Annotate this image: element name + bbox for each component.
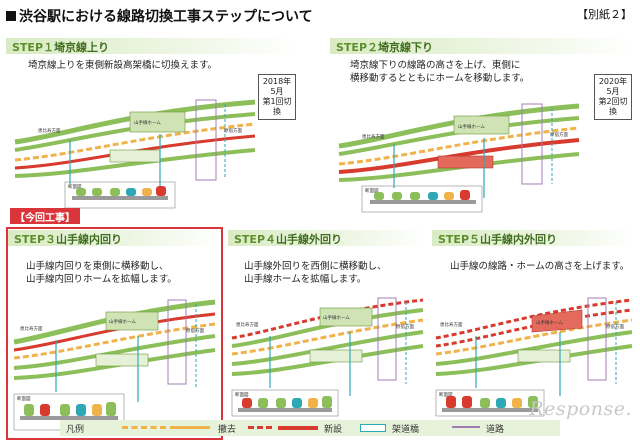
step-1-number: STEP１ (12, 41, 55, 54)
step-4-header: STEP４ 山手線外回り (228, 230, 428, 246)
document-title-text: 渋谷駅における線路切換工事ステップについて (19, 9, 313, 25)
step-2-date: 2020年5月 (598, 77, 628, 96)
platform-label: 山手線ホーム (323, 314, 350, 321)
ebisu-label: 恵比寿方面 (236, 321, 259, 328)
track-plan: 山手線ホーム 恵比寿方面 原宿方面 (231, 297, 424, 396)
step-5-panel: STEP５ 山手線内外回り 山手線の線路・ホームの高さを上げます。 山手線ホーム… (432, 230, 636, 420)
reference-tag: 【別紙２】 (577, 8, 632, 21)
legend-road-label: 道路 (486, 425, 505, 435)
step-2-header: STEP２ 埼京線下り (330, 38, 632, 54)
track-plan: 山手線ホーム 恵比寿方面 原宿方面 (14, 99, 256, 194)
step-2-diagram: 山手線ホーム 恵比寿方面 原宿方面 断面図 (338, 103, 580, 213)
legend-viaduct-label: 架道橋 (392, 425, 420, 435)
step-1-switch: 第1回切換 (262, 97, 292, 116)
square-bullet-icon (6, 11, 16, 21)
current-work-frame (6, 227, 223, 440)
step-5-diagram: 山手線ホーム 恵比寿方面 原宿方面 断面図 (435, 297, 633, 417)
step-1-title: 埼京線上り (54, 41, 109, 54)
step-2-number: STEP２ (336, 41, 379, 54)
harajuku-label: 原宿方面 (606, 323, 624, 330)
step-4-desc-line-2: 山手線ホームを拡幅します。 (244, 274, 367, 285)
step-1-header: STEP１ 埼京線上り (6, 38, 296, 54)
legend-new-label: 新設 (324, 425, 343, 435)
step-3-description: 山手線内回りを東側に横移動し、 山手線内回りホームを拡幅します。 (26, 260, 177, 286)
platform-label: 山手線ホーム (134, 119, 161, 126)
legend-new-swatch-2 (278, 426, 318, 430)
legend-bar: 凡例 撤去 新設 架道橋 道路 (60, 420, 560, 436)
step-3-panel: STEP３ 山手線内回り 山手線内回りを東側に横移動し、 山手線内回りホームを拡… (8, 230, 221, 438)
step-4-diagram: 山手線ホーム 恵比寿方面 原宿方面 断面図 (231, 297, 424, 417)
platform-label: 山手線ホーム (109, 318, 136, 325)
step-4-desc-line-1: 山手線外回りを西側に横移動し、 (244, 261, 387, 272)
step-1-date-box: 2018年5月 第1回切換 (258, 74, 296, 120)
step-2-description: 埼京線下りの線路の高さを上げ、東側に 横移動するとともにホームを移動します。 (350, 59, 529, 85)
ebisu-label: 恵比寿方面 (20, 325, 43, 332)
step-4-title: 山手線外回り (276, 233, 342, 246)
legend-removed-swatch (122, 426, 166, 430)
step-1-date: 2018年5月 (262, 77, 292, 96)
legend-viaduct-swatch (360, 424, 386, 432)
section-label: 断面図 (235, 391, 249, 398)
harajuku-label: 原宿方面 (186, 327, 204, 334)
legend-removed-label: 撤去 (218, 425, 237, 435)
document-title: 渋谷駅における線路切換工事ステップについて (6, 6, 313, 26)
step-4-description: 山手線外回りを西側に横移動し、 山手線ホームを拡幅します。 (244, 260, 387, 286)
harajuku-label: 原宿方面 (550, 131, 568, 138)
section-label: 断面図 (365, 187, 379, 194)
track-plan: 山手線ホーム 恵比寿方面 原宿方面 (435, 297, 633, 396)
step-3-header: STEP３ 山手線内回り (8, 230, 221, 246)
section-label: 断面図 (439, 391, 453, 398)
step-1-panel: STEP１ 埼京線上り 埼京線上りを東側新設高架橋に切換えます。 2018年5月… (6, 38, 296, 213)
harajuku-label: 原宿方面 (396, 323, 414, 330)
ebisu-label: 恵比寿方面 (440, 321, 463, 328)
step-5-title: 山手線内外回り (480, 233, 557, 246)
ebisu-label: 恵比寿方面 (38, 127, 61, 134)
section-label: 断面図 (68, 183, 82, 190)
ebisu-label: 恵比寿方面 (362, 133, 385, 140)
legend-new-swatch (248, 426, 272, 430)
step-2-desc-line-2: 横移動するとともにホームを移動します。 (350, 73, 530, 84)
step-2-switch: 第2回切換 (598, 97, 628, 116)
section-label: 断面図 (17, 395, 31, 402)
cross-section: 断面図 (361, 185, 483, 213)
step-3-title: 山手線内回り (56, 233, 122, 246)
track-plan: 山手線ホーム 恵比寿方面 原宿方面 (13, 299, 216, 402)
step-3-desc-line-2: 山手線内回りホームを拡幅します。 (26, 274, 177, 285)
platform-label: 山手線ホーム (536, 319, 563, 326)
step-3-desc-line-1: 山手線内回りを東側に横移動し、 (26, 261, 169, 272)
step-4-panel: STEP４ 山手線外回り 山手線外回りを西側に横移動し、 山手線ホームを拡幅しま… (228, 230, 428, 420)
cross-section: 断面図 (435, 389, 545, 417)
step-1-diagram: 山手線ホーム 恵比寿方面 原宿方面 断面図 (14, 99, 256, 209)
step-4-number: STEP４ (234, 233, 277, 246)
step-1-description: 埼京線上りを東側新設高架橋に切換えます。 (28, 60, 218, 71)
step-2-date-box: 2020年5月 第2回切換 (594, 74, 632, 120)
step-5-header: STEP５ 山手線内外回り (432, 230, 636, 246)
cross-section: 断面図 (13, 393, 125, 431)
current-work-tag: 【今回工事】 (10, 208, 80, 224)
legend-removed-swatch-2 (170, 426, 210, 430)
step-2-title: 埼京線下り (378, 41, 433, 54)
platform-label: 山手線ホーム (458, 123, 485, 130)
legend-road-swatch (452, 426, 480, 430)
step-3-number: STEP３ (14, 233, 57, 246)
step-5-description: 山手線の線路・ホームの高さを上げます。 (450, 261, 630, 272)
step-2-panel: STEP２ 埼京線下り 埼京線下りの線路の高さを上げ、東側に 横移動するとともに… (330, 38, 632, 213)
harajuku-label: 原宿方面 (224, 127, 242, 134)
legend-title: 凡例 (66, 425, 85, 435)
track-plan: 山手線ホーム 恵比寿方面 原宿方面 (338, 103, 580, 198)
watermark-logo: Response. (529, 398, 632, 420)
cross-section: 断面図 (64, 181, 176, 209)
step-3-diagram: 山手線ホーム 恵比寿方面 原宿方面 断面図 (13, 299, 216, 431)
step-2-desc-line-1: 埼京線下りの線路の高さを上げ、東側に (350, 60, 521, 71)
cross-section: 断面図 (231, 389, 339, 417)
step-5-number: STEP５ (438, 233, 481, 246)
